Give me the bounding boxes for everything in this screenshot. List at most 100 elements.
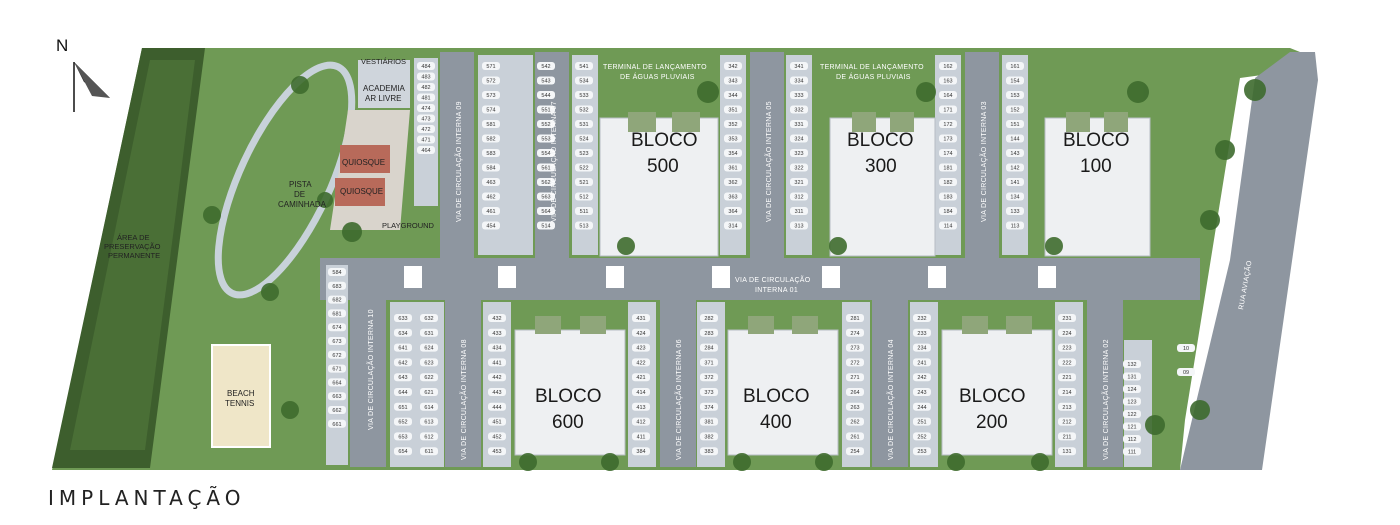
parking-slot-number: 271 [850, 375, 859, 381]
parking-slot-number: 09 [1183, 370, 1189, 376]
parking-slot-box [488, 432, 506, 441]
parking-slot-box [482, 221, 500, 230]
parking-slot-box [913, 328, 931, 337]
parking-slot-box [575, 134, 593, 143]
parking-slot-box [482, 62, 500, 70]
parking-slot-number: 174 [943, 151, 952, 157]
parking-slot-number: 583 [486, 151, 495, 157]
parking-slot-box [790, 62, 808, 70]
parking-slot-box [790, 192, 808, 201]
parking-slot-box [1123, 360, 1141, 368]
parking-slot-box [939, 192, 957, 201]
parking-slot-box [939, 120, 957, 128]
terminal-1-line-1: TERMINAL DE LANÇAMENTO [603, 64, 707, 71]
parking-slot-box [537, 221, 555, 230]
parking-slot-box [913, 402, 931, 411]
parking-slot-number: 472 [421, 127, 430, 133]
parking-slot-box [939, 221, 957, 230]
parking-slot-box [1006, 134, 1024, 143]
parking-slot-number: 453 [492, 449, 501, 455]
parking-slot-box [482, 120, 500, 128]
parking-slot-number: 471 [421, 138, 430, 144]
parking-slot-box [724, 163, 742, 172]
parking-slot-number: 212 [1062, 420, 1071, 426]
parking-slot-box [537, 62, 555, 70]
parking-slot-box [1058, 314, 1076, 322]
parking-slot-number: 332 [794, 108, 803, 114]
parking-slot-number: 683 [332, 284, 341, 290]
parking-slot-box [575, 178, 593, 186]
parking-slot-box [700, 447, 718, 456]
parking-slot-number: 364 [728, 209, 737, 215]
parking-slot-number: 452 [492, 434, 501, 440]
building-roofs [514, 117, 1151, 456]
parking-slot-number: 523 [579, 151, 588, 157]
parking-slot-number: 511 [580, 209, 589, 215]
parking-slot-number: 334 [794, 79, 803, 85]
parking-slot-number: 671 [332, 367, 341, 373]
parking-slot-number: 372 [704, 375, 713, 381]
parking-slot-box [394, 373, 412, 382]
parking-slot-box [939, 91, 957, 99]
parking-slot-box [394, 358, 412, 367]
parking-slot-box [1006, 207, 1024, 215]
via-06-label: VIA DE CIRCULAÇÃO INTERNA 06 [674, 339, 683, 460]
parking-slot-box [1058, 358, 1076, 367]
parking-slot-box [482, 105, 500, 114]
parking-slot-box [488, 343, 506, 352]
parking-slot-number: 582 [486, 137, 495, 143]
roof-cutouts [535, 112, 1128, 334]
parking-slot-number: 141 [1010, 180, 1019, 186]
parking-slot-box [1123, 372, 1141, 381]
parking-slot-number: 242 [917, 375, 926, 381]
parking-slot-number: 521 [579, 180, 588, 186]
forest-area-inner [70, 60, 195, 450]
preservation-line-2: PRESERVAÇÃO [104, 242, 161, 251]
parking-slot-number: 181 [943, 166, 952, 172]
parking-slot-box [724, 221, 742, 230]
parking-slot-number: 632 [424, 316, 433, 322]
parking-slot-number: 244 [917, 405, 926, 411]
road-v08 [445, 300, 481, 467]
parking-slot-number: 373 [704, 390, 713, 396]
parking-slot-box [790, 163, 808, 172]
parking-slot-box [790, 207, 808, 215]
parking-slot-box [417, 146, 435, 154]
parking-slot-box [420, 432, 438, 441]
parking-slot-number: 153 [1010, 93, 1019, 99]
parking-slot-box [420, 402, 438, 411]
parking-slot-number: 473 [421, 117, 430, 123]
parking-slot-box [1058, 447, 1076, 456]
parking-slot-box [417, 135, 435, 144]
parking-slot-box [1006, 163, 1024, 172]
parking-slot-number: 264 [850, 390, 859, 396]
parking-slot-number: 344 [728, 93, 737, 99]
parking-slot-number: 414 [636, 390, 645, 396]
terminal-2-line-1: TERMINAL DE LANÇAMENTO [820, 64, 924, 71]
parking-slot-number: 651 [398, 405, 407, 411]
parking-slot-number: 421 [636, 375, 645, 381]
via-07-label: VIA DE CIRCULAÇÃO INTERNA 07 [549, 101, 558, 222]
road-v02 [1087, 300, 1123, 467]
parking-slot-box [394, 417, 412, 426]
parking-slot-number: 322 [794, 166, 803, 172]
parking-slot-box [575, 120, 593, 128]
parking-slot-number: 213 [1062, 405, 1071, 411]
parking-slot-box [790, 221, 808, 230]
parking-slot-box [846, 388, 864, 396]
parking-slot-number: 342 [728, 64, 737, 70]
parking-slot-number: 564 [541, 209, 550, 215]
parking-slot-number: 273 [850, 346, 859, 352]
parking-slot-number: 554 [541, 151, 550, 157]
road-v09 [440, 52, 474, 262]
parking-slot-box [1058, 388, 1076, 396]
parking-slot-box [790, 149, 808, 157]
parking-slot-box [1058, 432, 1076, 441]
parking-slot-box [724, 207, 742, 215]
parking-slot-number: 413 [636, 405, 645, 411]
parking-slot-number: 662 [332, 408, 341, 414]
block-label-300-top: BLOCO [847, 130, 914, 151]
parking-slot-number: 113 [1011, 224, 1020, 230]
parking-slot-box [1058, 373, 1076, 382]
road-v04 [872, 300, 908, 467]
